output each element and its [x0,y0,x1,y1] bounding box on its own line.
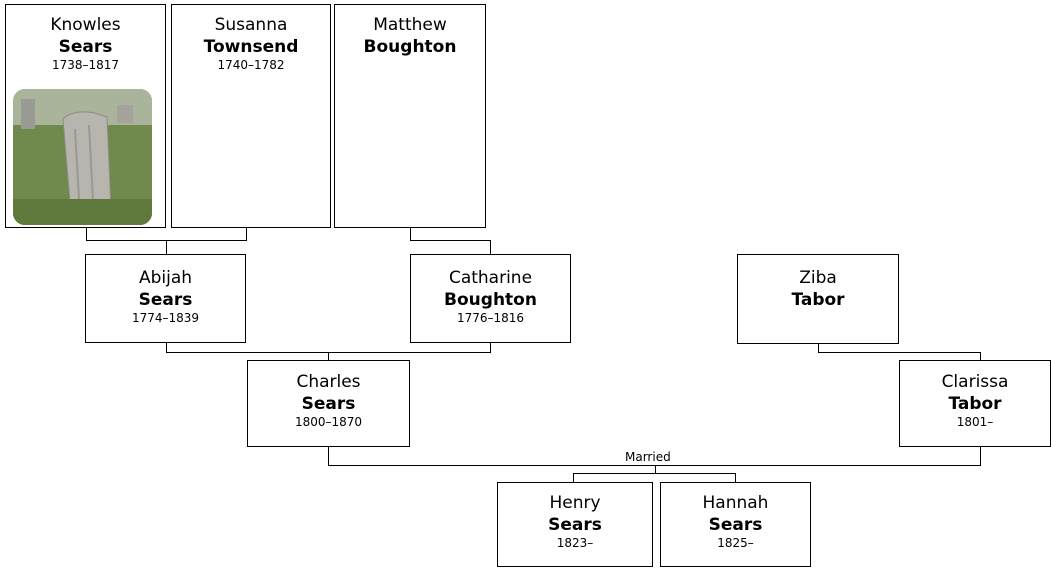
surname: Townsend [203,37,299,57]
life-dates: 1801– [956,415,994,429]
connector-line [735,473,736,482]
life-dates: 1825– [717,536,754,550]
connector-line [166,342,167,352]
person-box-ziba-tabor[interactable]: Ziba Tabor [737,254,899,344]
surname: Boughton [363,37,457,57]
given-name: Henry [549,493,601,513]
surname: Sears [58,37,113,57]
connector-line [328,446,329,465]
surname: Sears [138,290,193,310]
surname: Sears [548,515,602,535]
surname: Boughton [444,290,537,310]
given-name: Catharine [448,268,533,288]
life-dates: 1740–1782 [217,58,285,72]
given-name: Knowles [50,15,121,35]
life-dates: 1738–1817 [51,58,120,72]
connector-line [980,446,981,465]
person-box-abijah-sears[interactable]: Abijah Sears 1774–1839 [85,254,246,343]
connector-line [246,228,247,240]
connector-line [980,352,981,360]
given-name: Abijah [138,268,193,288]
person-box-susanna-townsend[interactable]: Susanna Townsend 1740–1782 [171,4,331,228]
person-box-hannah-sears[interactable]: Hannah Sears 1825– [660,482,811,567]
person-box-catharine-boughton[interactable]: Catharine Boughton 1776–1816 [410,254,571,343]
connector-line [818,352,981,353]
connector-line [328,352,329,360]
given-name: Susanna [214,15,288,35]
married-label: Married [625,450,671,464]
life-dates: 1823– [556,536,594,550]
gravestone-photo[interactable] [13,89,152,225]
life-dates: 1776–1816 [456,311,525,325]
connector-line [86,228,87,240]
given-name: Charles [296,372,361,392]
connector-line [490,342,491,352]
surname: Sears [301,394,356,414]
connector-line [818,343,819,352]
person-box-knowles-sears[interactable]: Knowles Sears 1738–1817 [5,4,166,228]
person-box-clarissa-tabor[interactable]: Clarissa Tabor 1801– [899,360,1051,447]
connector-line [410,228,411,240]
connector-line [410,240,491,241]
marriage-line [328,465,981,466]
surname: Tabor [948,394,1002,414]
life-dates: 1774–1839 [131,311,200,325]
connector-line [655,465,656,473]
surname: Sears [708,515,763,535]
connector-line [573,473,736,474]
given-name: Hannah [702,493,769,513]
given-name: Ziba [799,268,837,288]
given-name: Clarissa [941,372,1009,392]
person-box-charles-sears[interactable]: Charles Sears 1800–1870 [247,360,410,447]
life-dates: 1800–1870 [294,415,363,429]
person-box-matthew-boughton[interactable]: Matthew Boughton [334,4,486,228]
connector-line [166,240,167,254]
surname: Tabor [791,290,845,310]
person-box-henry-sears[interactable]: Henry Sears 1823– [497,482,653,567]
connector-line [490,240,491,254]
given-name: Matthew [373,15,447,35]
connector-line [573,473,574,482]
